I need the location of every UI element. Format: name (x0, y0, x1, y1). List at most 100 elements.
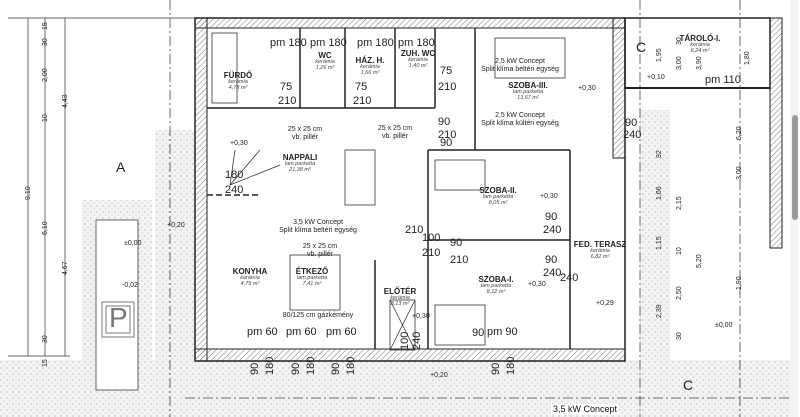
room-name: FED. TERASZ (573, 240, 627, 249)
door-dim: 210 (405, 224, 424, 236)
room-name: SZOBA-III. (508, 81, 548, 90)
room-floor: kerámia (590, 248, 610, 255)
level-mark: +0,20 (430, 372, 448, 379)
dimension: 1,15 (656, 236, 663, 250)
section-marker-c: C (683, 377, 694, 393)
level-mark: -0,02 (122, 282, 138, 289)
room-name: ÉTKEZŐ (295, 267, 329, 276)
room-floor: kerámia (315, 59, 335, 66)
dimension: 180 (305, 356, 317, 375)
dimension: 180 (264, 356, 276, 375)
dimension: 100 (399, 331, 411, 350)
room-floor: kerámia (228, 79, 248, 86)
window-label: pm 60 (286, 326, 317, 338)
room-floor: lam.parketta (296, 275, 328, 282)
window-label: pm 180 (357, 37, 394, 49)
dimension: 6,10 (42, 221, 49, 235)
ac-indoor-note: 2,5 kW Concept Split klíma beltéri egysé… (481, 58, 559, 74)
room-name: WC (318, 51, 332, 60)
dimension: 1,66 (656, 186, 663, 200)
door-dim: 90 (450, 237, 463, 249)
room-name: SZOBA-I. (478, 275, 514, 284)
room-name: KONYHA (232, 267, 268, 276)
door-dim: 90 (440, 137, 453, 149)
door-dim: 240 (543, 224, 562, 236)
pillar-note: 25 x 25 cm vb. pillér (377, 125, 413, 141)
section-marker-c: C (636, 39, 647, 55)
door-dim: 210 (450, 254, 469, 266)
level-mark: ±0,00 (124, 240, 142, 247)
ac-indoor-35-note: 3,5 kW Concept Split klíma beltéri egysé… (279, 219, 357, 235)
room-area: 6,82 m² (590, 254, 610, 261)
dimension: 90 (330, 362, 342, 375)
room-floor: lam.parketta (480, 283, 512, 290)
room-area: 3,13 m² (390, 301, 410, 308)
level-mark: ±0,00 (715, 322, 733, 329)
dimension: 3,00 (676, 56, 683, 70)
ac-outdoor-note: 2,5 kW Concept Split klíma kültéri egysé… (481, 112, 559, 128)
dimension: 1,95 (656, 48, 663, 62)
dimension: 1,80 (744, 51, 751, 65)
dimension: 2,15 (676, 196, 683, 210)
dimension: 15 (42, 359, 49, 367)
level-mark: +0,30 (540, 193, 558, 200)
dimension: 2,50 (676, 286, 683, 300)
room-name: ELŐTÉR (383, 287, 417, 296)
dimension: 30 (676, 332, 683, 340)
dimension: 15 (42, 22, 49, 30)
room-name: ZUH. WC (400, 49, 436, 58)
room-area: 13,67 m² (517, 95, 539, 102)
room-floor: kerámia (408, 57, 428, 64)
dimension: 5,20 (696, 254, 703, 268)
dimension: 1,90 (736, 276, 743, 290)
window-label: pm 180 (398, 37, 435, 49)
room-floor: kerámia (360, 64, 380, 71)
room-area: 1,40 m² (408, 63, 428, 70)
door-dim: 90 (545, 254, 558, 266)
door-dim: 210 (438, 129, 457, 141)
door-dim: 90 (625, 117, 638, 129)
parking-sign: P (109, 302, 128, 333)
door-dim: 90 (545, 211, 558, 223)
scrollbar-thumb[interactable] (792, 115, 798, 220)
door-dim: 210 (438, 81, 457, 93)
dimension: 180 (345, 356, 357, 375)
level-mark: +0,30 (528, 281, 546, 288)
room-area: 1,26 m² (315, 65, 335, 72)
dimension: 2,39 (656, 304, 663, 318)
door-dim: 240 (225, 184, 244, 196)
room-area: 6,24 m² (690, 48, 710, 55)
level-mark: +0,30 (412, 313, 430, 320)
room-floor: lam.parketta (512, 89, 544, 96)
dimension: 30 (42, 335, 49, 343)
pillar-note: 25 x 25 cm vb. pillér (287, 126, 323, 142)
room-name: SZOBA-II. (479, 186, 517, 195)
dimension: 10 (42, 114, 49, 122)
dimension: 92 (656, 150, 663, 158)
room-floor: kerámia (690, 42, 710, 49)
level-mark: +0,29 (596, 300, 614, 307)
room-area: 4,78 m² (228, 85, 248, 92)
window-label: pm 180 (270, 37, 307, 49)
door-dim: 210 (353, 95, 372, 107)
room-area: 4,79 m² (240, 281, 260, 288)
room-floor: lam.parketta (284, 161, 316, 168)
door-dim: 210 (278, 95, 297, 107)
dimension: 10 (676, 247, 683, 255)
ac-bottom-note: 3,5 kW Concept (550, 404, 620, 415)
door-dim: 240 (543, 267, 562, 279)
door-dim: 90 (472, 327, 485, 339)
door-dim: 75 (355, 81, 368, 93)
level-mark: +0,30 (230, 140, 248, 147)
room-area: 8,05 m² (488, 200, 508, 207)
room-name: NAPPALI (282, 153, 318, 162)
chimney-note: 80/125 cm gázkémény (282, 312, 354, 319)
room-floor: kerámia (240, 275, 260, 282)
dimension: 240 (411, 331, 423, 350)
